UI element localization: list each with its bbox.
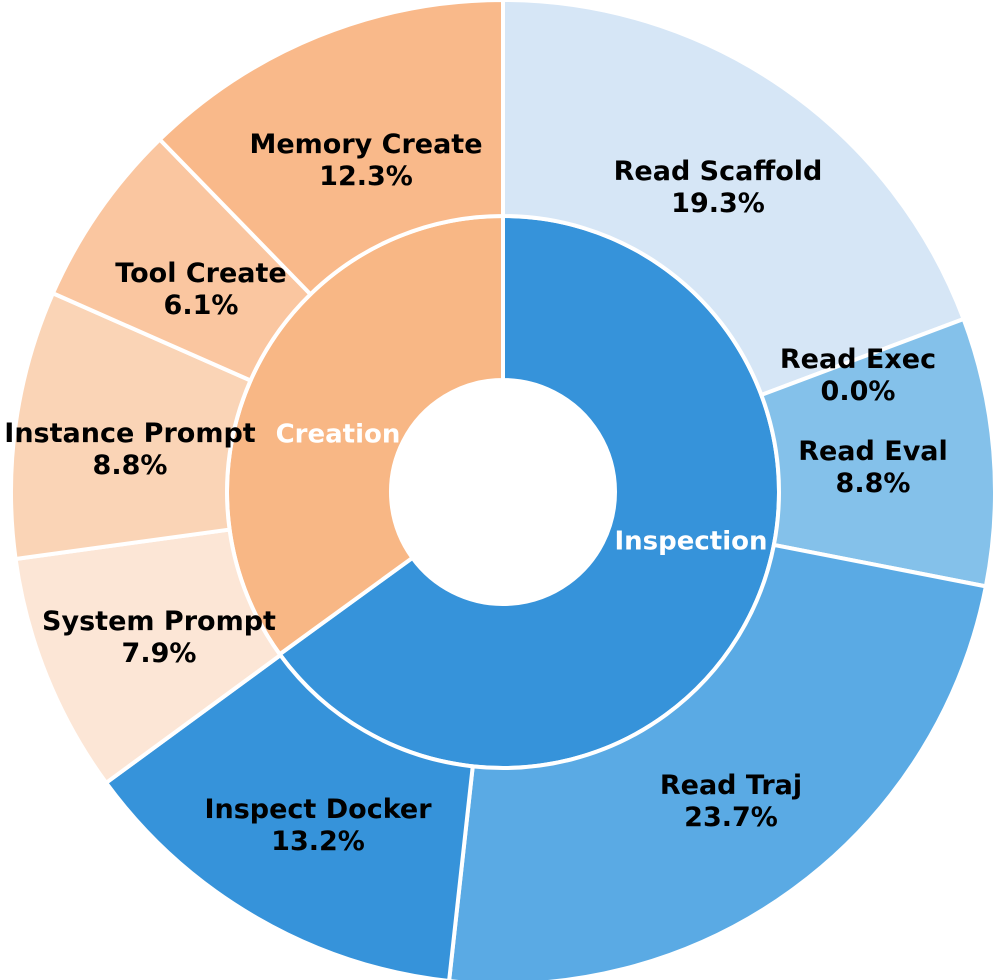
inner-label-creation: Creation [276,420,401,450]
donut-center-hole [391,380,615,604]
outer-ring-group [9,0,996,980]
pie-slice-inspect-docker[interactable] [104,653,475,980]
pie-slice-read-scaffold[interactable] [501,0,966,397]
inner-label-inspection: Inspection [614,527,767,557]
pie-slice-read-traj[interactable] [447,542,988,980]
pie-slice-memory-create[interactable] [157,0,505,297]
inner-ring-labels-group: Inspection Creation [276,420,768,557]
